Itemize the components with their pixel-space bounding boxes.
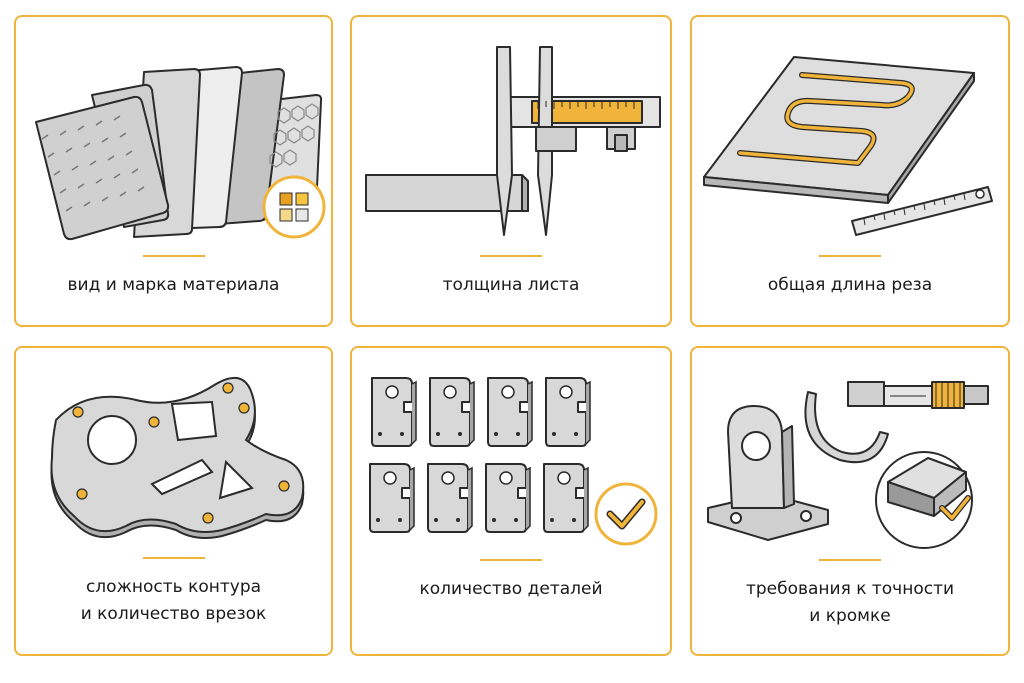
caption-line: общая длина реза <box>767 275 933 295</box>
separator <box>819 559 881 561</box>
card-caption: количество деталей <box>352 576 670 603</box>
metal-sheets-icon <box>35 66 326 241</box>
card-quantity: количество деталей <box>350 346 672 656</box>
checkmark-badge-icon <box>594 482 658 546</box>
card-caption: толщина листа <box>352 272 670 299</box>
card-caption: вид и марка материала <box>16 272 331 299</box>
parts-batch-icon <box>369 377 658 546</box>
separator <box>142 255 205 257</box>
caption-line: и количество врезок <box>80 604 267 624</box>
card-material: вид и марка материала <box>14 15 333 327</box>
separator <box>819 255 881 257</box>
caption-line: толщина листа <box>442 275 580 295</box>
micrometer-icon <box>707 381 989 549</box>
cut-path-icon <box>703 56 993 236</box>
caption-line: требования к точности <box>745 579 955 599</box>
contour-part-icon <box>50 376 305 539</box>
separator <box>480 559 542 561</box>
caption-line: сложность контура <box>85 577 262 597</box>
card-caption: требования к точности и кромке <box>692 576 1008 630</box>
ruler-icon <box>851 186 993 236</box>
separator <box>480 255 542 257</box>
card-caption: сложность контура и количество врезок <box>16 574 331 628</box>
caption-line: вид и марка материала <box>67 275 280 295</box>
card-precision: требования к точности и кромке <box>690 346 1010 656</box>
card-caption: общая длина реза <box>692 272 1008 299</box>
card-thickness: толщина листа <box>350 15 672 327</box>
edge-detail-icon <box>875 451 973 549</box>
caption-line: и кромке <box>809 606 891 626</box>
caliper-icon <box>365 46 661 236</box>
separator <box>142 557 205 559</box>
caption-line: количество деталей <box>419 579 603 599</box>
material-grade-badge-icon <box>262 175 326 239</box>
card-contour: сложность контура и количество врезок <box>14 346 333 656</box>
card-cut-length: общая длина реза <box>690 15 1010 327</box>
